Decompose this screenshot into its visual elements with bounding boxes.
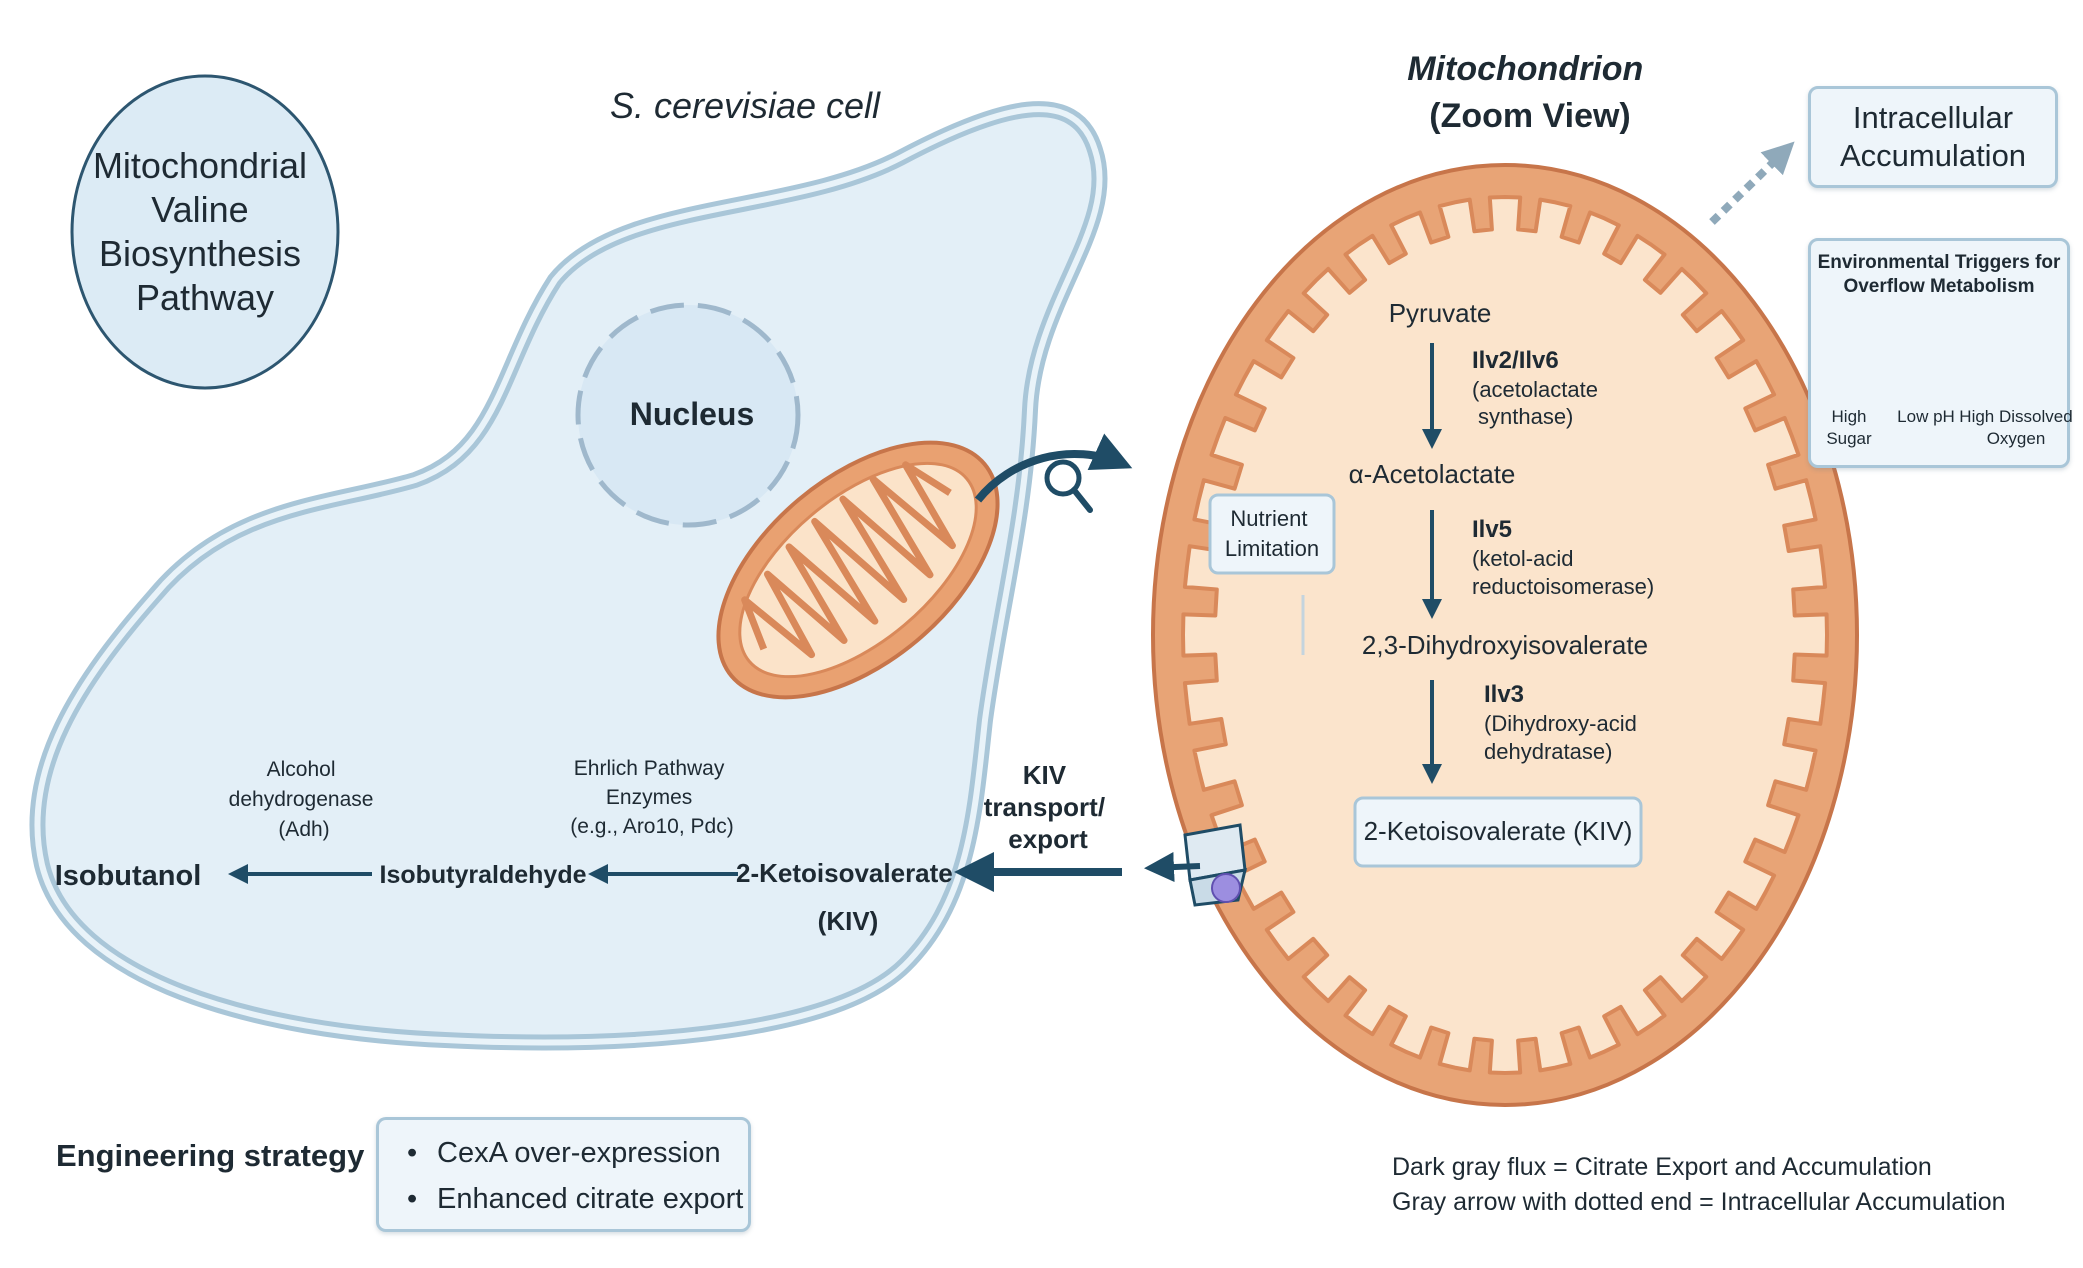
nucleus-label: Nucleus (630, 396, 754, 432)
enzyme1-name: Ilv2/Ilv6 (1472, 347, 1559, 374)
nutrient-limitation-label: Nutrient Limitation (1225, 506, 1319, 561)
magnifier-handle (1071, 487, 1093, 513)
intracellular-accumulation-box: Intracellular Accumulation (1808, 86, 2058, 188)
nutrient-limitation-box (1208, 493, 1336, 575)
engineering-strategy-label: Engineering strategy (56, 1138, 365, 1173)
cytosol-pathway: 2-Ketoisovalerate (KIV) Ehrlich Pathway … (55, 757, 960, 936)
trigger-label: Sugar (1826, 429, 1872, 448)
trigger-low-ph: Low pH (1871, 406, 1981, 428)
kiv-transporter (1183, 823, 1247, 907)
pyruvate-label: Pyruvate (1389, 298, 1492, 328)
legend-line: Dark gray flux = Citrate Export and Accu… (1392, 1153, 1932, 1181)
cell-membrane-inner-line (34, 106, 1103, 1046)
environmental-triggers-box: Environmental Triggers for Overflow Meta… (1808, 238, 2073, 468)
cell-label: S. cerevisiae cell (610, 85, 881, 126)
ehrlich-enzymes-label: Ehrlich Pathway Enzymes (e.g., Aro10, Pd… (570, 757, 733, 838)
mitochondrion-cristae (1181, 195, 1829, 1075)
enzyme1-desc: (acetolactate synthase) (1472, 377, 1604, 429)
engineering-strategy-box: CexA over-expression Enhanced citrate ex… (376, 1117, 751, 1232)
enzyme2-desc: (ketol-acid reductoisomerase) (1472, 546, 1654, 599)
pathway-title-circle (70, 74, 340, 390)
acetolactate-label: α-Acetolactate (1349, 459, 1516, 489)
inner-pathway: Pyruvate Ilv2/Ilv6 (acetolactate synthas… (1349, 298, 1654, 868)
arrow-transporter-to-cytosol (1144, 852, 1201, 883)
cytosol-kiv-label: 2-Ketoisovalerate (KIV) (736, 858, 960, 936)
trigger-label: High Dissolved (1959, 407, 2073, 426)
isobutanol-label: Isobutanol (55, 860, 202, 892)
trigger-label: High (1831, 407, 1867, 426)
adh-label: Alcohol dehydrogenase (Adh) (229, 758, 380, 841)
pathway-title: Mitochondrial Valine Biosynthesis Pathwa… (93, 145, 317, 318)
kiv-box (1353, 796, 1643, 868)
enzyme3-name: Ilv3 (1484, 681, 1524, 708)
transport-label: KIV transport/ export (984, 760, 1113, 854)
trigger-high-sugar: High Sugar (1794, 406, 1904, 450)
strategy-item: CexA over-expression (407, 1130, 748, 1176)
legend-line: Gray arrow with dotted end = Intracellul… (1392, 1188, 2006, 1216)
kiv-box-label: 2-Ketoisovalerate (KIV) (1364, 816, 1633, 846)
strategy-item: Enhanced citrate export (407, 1176, 748, 1222)
enzyme2-name: Ilv5 (1472, 516, 1512, 543)
trigger-label: Low pH (1897, 407, 1955, 426)
accumulation-line-1: Intracellular (1852, 100, 2014, 135)
triggers-title-line-2: Overflow Metabolism (1843, 276, 2035, 297)
dotted-accumulation-arrow (1709, 141, 1795, 225)
enzyme3-desc: (Dihydroxy-acid dehydratase) (1484, 711, 1643, 764)
magnifier-icon (1044, 459, 1082, 497)
mitochondrion-title: Mitochondrion (Zoom View) (1407, 50, 1653, 135)
trigger-high-oxygen: High Dissolved Oxygen (1956, 406, 2076, 450)
isobutyraldehyde-label: Isobutyraldehyde (380, 861, 587, 889)
dihydroxy-label: 2,3-Dihydroxyisovalerate (1362, 630, 1648, 660)
trigger-label: Oxygen (1986, 429, 2046, 448)
nucleus (575, 302, 801, 528)
accumulation-line-2: Accumulation (1839, 138, 2027, 173)
small-mitochondrion (716, 440, 1000, 700)
zoom-arrow (974, 433, 1133, 503)
triggers-title-line-1: Environmental Triggers for (1817, 252, 2061, 273)
